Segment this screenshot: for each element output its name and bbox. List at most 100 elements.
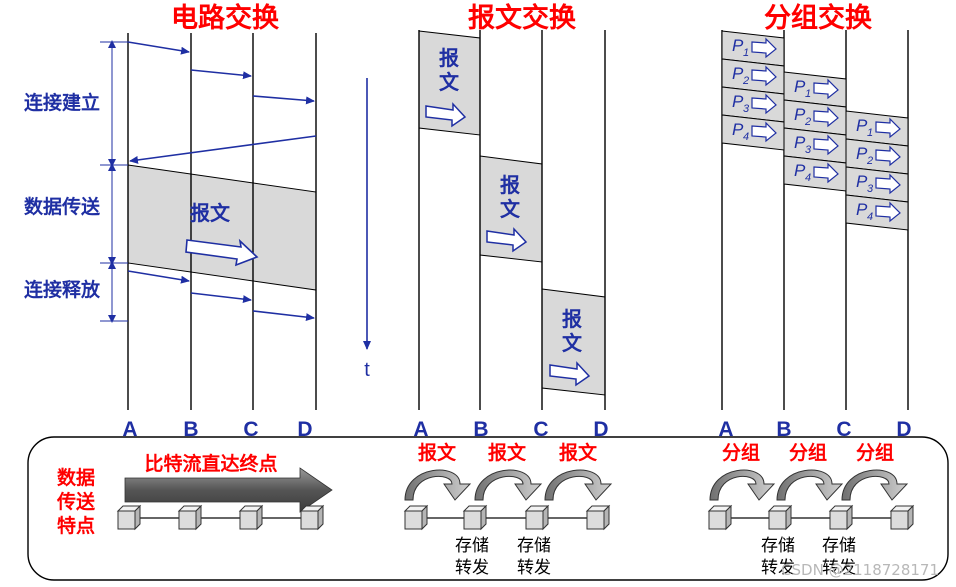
ack-arrow-da: [129, 135, 317, 164]
release-arrow-ab: [127, 270, 190, 284]
hop-curve-arrow-icon: [841, 469, 909, 501]
hop-curve-arrow-icon: [544, 469, 613, 501]
packet-arrow-icon: [751, 65, 777, 87]
msg1-arrow-icon: [425, 102, 467, 128]
hop-curve-arrow-icon: [474, 469, 543, 501]
message-hop-label-2: 报文: [488, 441, 527, 464]
msg1-char-1: 报: [439, 46, 459, 70]
node-chains: [116, 504, 915, 531]
node-cube-icon: [462, 504, 488, 531]
message-node-a: A: [413, 418, 428, 441]
message-node-c: C: [533, 418, 548, 441]
hop-curve-arrow-icon: [404, 469, 472, 501]
setup-arrow-bc: [190, 69, 252, 80]
packet-subscript: 2: [804, 116, 811, 128]
pkt-store-forward-b-2: 转发: [761, 558, 795, 578]
packet-arrow-icon: [813, 106, 839, 128]
feature-label-line3: 特点: [57, 515, 95, 537]
message-switching-title: 报文交换: [468, 2, 577, 34]
pkt-store-forward-b-1: 存储: [761, 536, 795, 556]
circuit-node-b: B: [183, 418, 198, 441]
node-cube-icon: [707, 504, 733, 531]
packet-subscript: 4: [867, 211, 873, 223]
packet-label: P: [732, 92, 744, 111]
packet-label: P: [732, 64, 744, 83]
message-hop-label-3: 报文: [559, 441, 598, 464]
phase-transfer-label: 数据传送: [24, 195, 101, 218]
packet-label: P: [794, 77, 806, 96]
packet-hop-label-1: 分组: [722, 441, 760, 464]
feature-label-line2: 传送: [56, 490, 96, 513]
packet-label: P: [794, 161, 806, 180]
circuit-node-d: D: [297, 418, 312, 441]
packet-subscript: 1: [805, 88, 811, 100]
node-cube-icon: [767, 504, 793, 531]
packet-arrow-icon: [875, 145, 901, 167]
packet-node-b: B: [776, 418, 791, 441]
circuit-message-arrow-icon: [185, 238, 259, 267]
packet-label: P: [856, 144, 868, 163]
pkt-store-forward-c-2: 转发: [822, 558, 856, 578]
packet-arrow-icon: [813, 78, 839, 100]
packet-arrow-icon: [813, 162, 839, 184]
msg1-char-2: 文: [439, 70, 460, 94]
packet-node-d: D: [896, 418, 911, 441]
message-hop-label-1: 报文: [418, 441, 457, 464]
packet-arrow-icon: [875, 173, 901, 195]
packet-subscript: 4: [743, 131, 749, 143]
msg2-arrow-icon: [486, 227, 528, 253]
node-cube-icon: [828, 504, 854, 531]
packet-arrow-icon: [751, 121, 777, 143]
packet-label: P: [856, 172, 868, 191]
node-cube-icon: [238, 504, 264, 531]
release-arrow-cd: [252, 310, 315, 322]
data-transfer-band: [127, 164, 317, 291]
packet-arrow-icon: [751, 93, 777, 115]
packet-subscript: 4: [805, 172, 811, 184]
circuit-switching-panel: 报文 连接建立 数据传送 连接释放 A B C D: [24, 33, 317, 441]
packet-label: P: [856, 116, 868, 135]
node-cube-icon: [585, 504, 611, 531]
packet-subscript: 1: [867, 127, 873, 139]
packet-arrow-icon: [875, 117, 901, 139]
node-cube-icon: [889, 504, 915, 531]
packet-arrow-icon: [813, 134, 839, 156]
packet-subscript: 3: [867, 183, 874, 195]
packet-subscript: 3: [805, 144, 812, 156]
phase-setup-label: 连接建立: [24, 91, 100, 114]
msg-store-forward-b-2: 转发: [455, 558, 489, 578]
msg3-char-2: 文: [562, 331, 583, 355]
phase-release-label: 连接释放: [24, 278, 101, 301]
watermark: CSDN @2118728171: [781, 561, 939, 579]
phase-brackets: [100, 40, 128, 323]
msg-store-forward-b-1: 存储: [455, 536, 489, 556]
message-node-d: D: [593, 418, 608, 441]
features-box: 数据 传送 特点 比特流直达终点 报文 报文 报文 分组 分组 分组 存储 转发…: [27, 436, 949, 581]
message-switching-panel: 报 文 报 文 报 文 A B C D: [413, 30, 609, 441]
packet-subscript: 3: [743, 103, 750, 115]
circuit-switching-title: 电路交换: [171, 2, 280, 34]
packet-arrow-icon: [751, 37, 777, 59]
packet-label: P: [794, 133, 806, 152]
setup-arrow-ab: [127, 41, 190, 55]
message-node-b: B: [473, 418, 488, 441]
feature-label-line1: 数据: [57, 466, 95, 489]
circuit-node-c: C: [243, 418, 258, 441]
packet-subscript: 2: [866, 155, 873, 167]
hop-curves: [404, 469, 909, 501]
setup-arrow-cd: [252, 95, 315, 105]
packet-switching-title: 分组交换: [764, 2, 873, 34]
msg-store-forward-c-2: 转发: [517, 558, 551, 578]
circuit-node-a: A: [122, 418, 137, 441]
node-cube-icon: [403, 504, 429, 531]
msg3-char-1: 报: [562, 307, 582, 331]
packet-hop-label-3: 分组: [856, 441, 894, 464]
